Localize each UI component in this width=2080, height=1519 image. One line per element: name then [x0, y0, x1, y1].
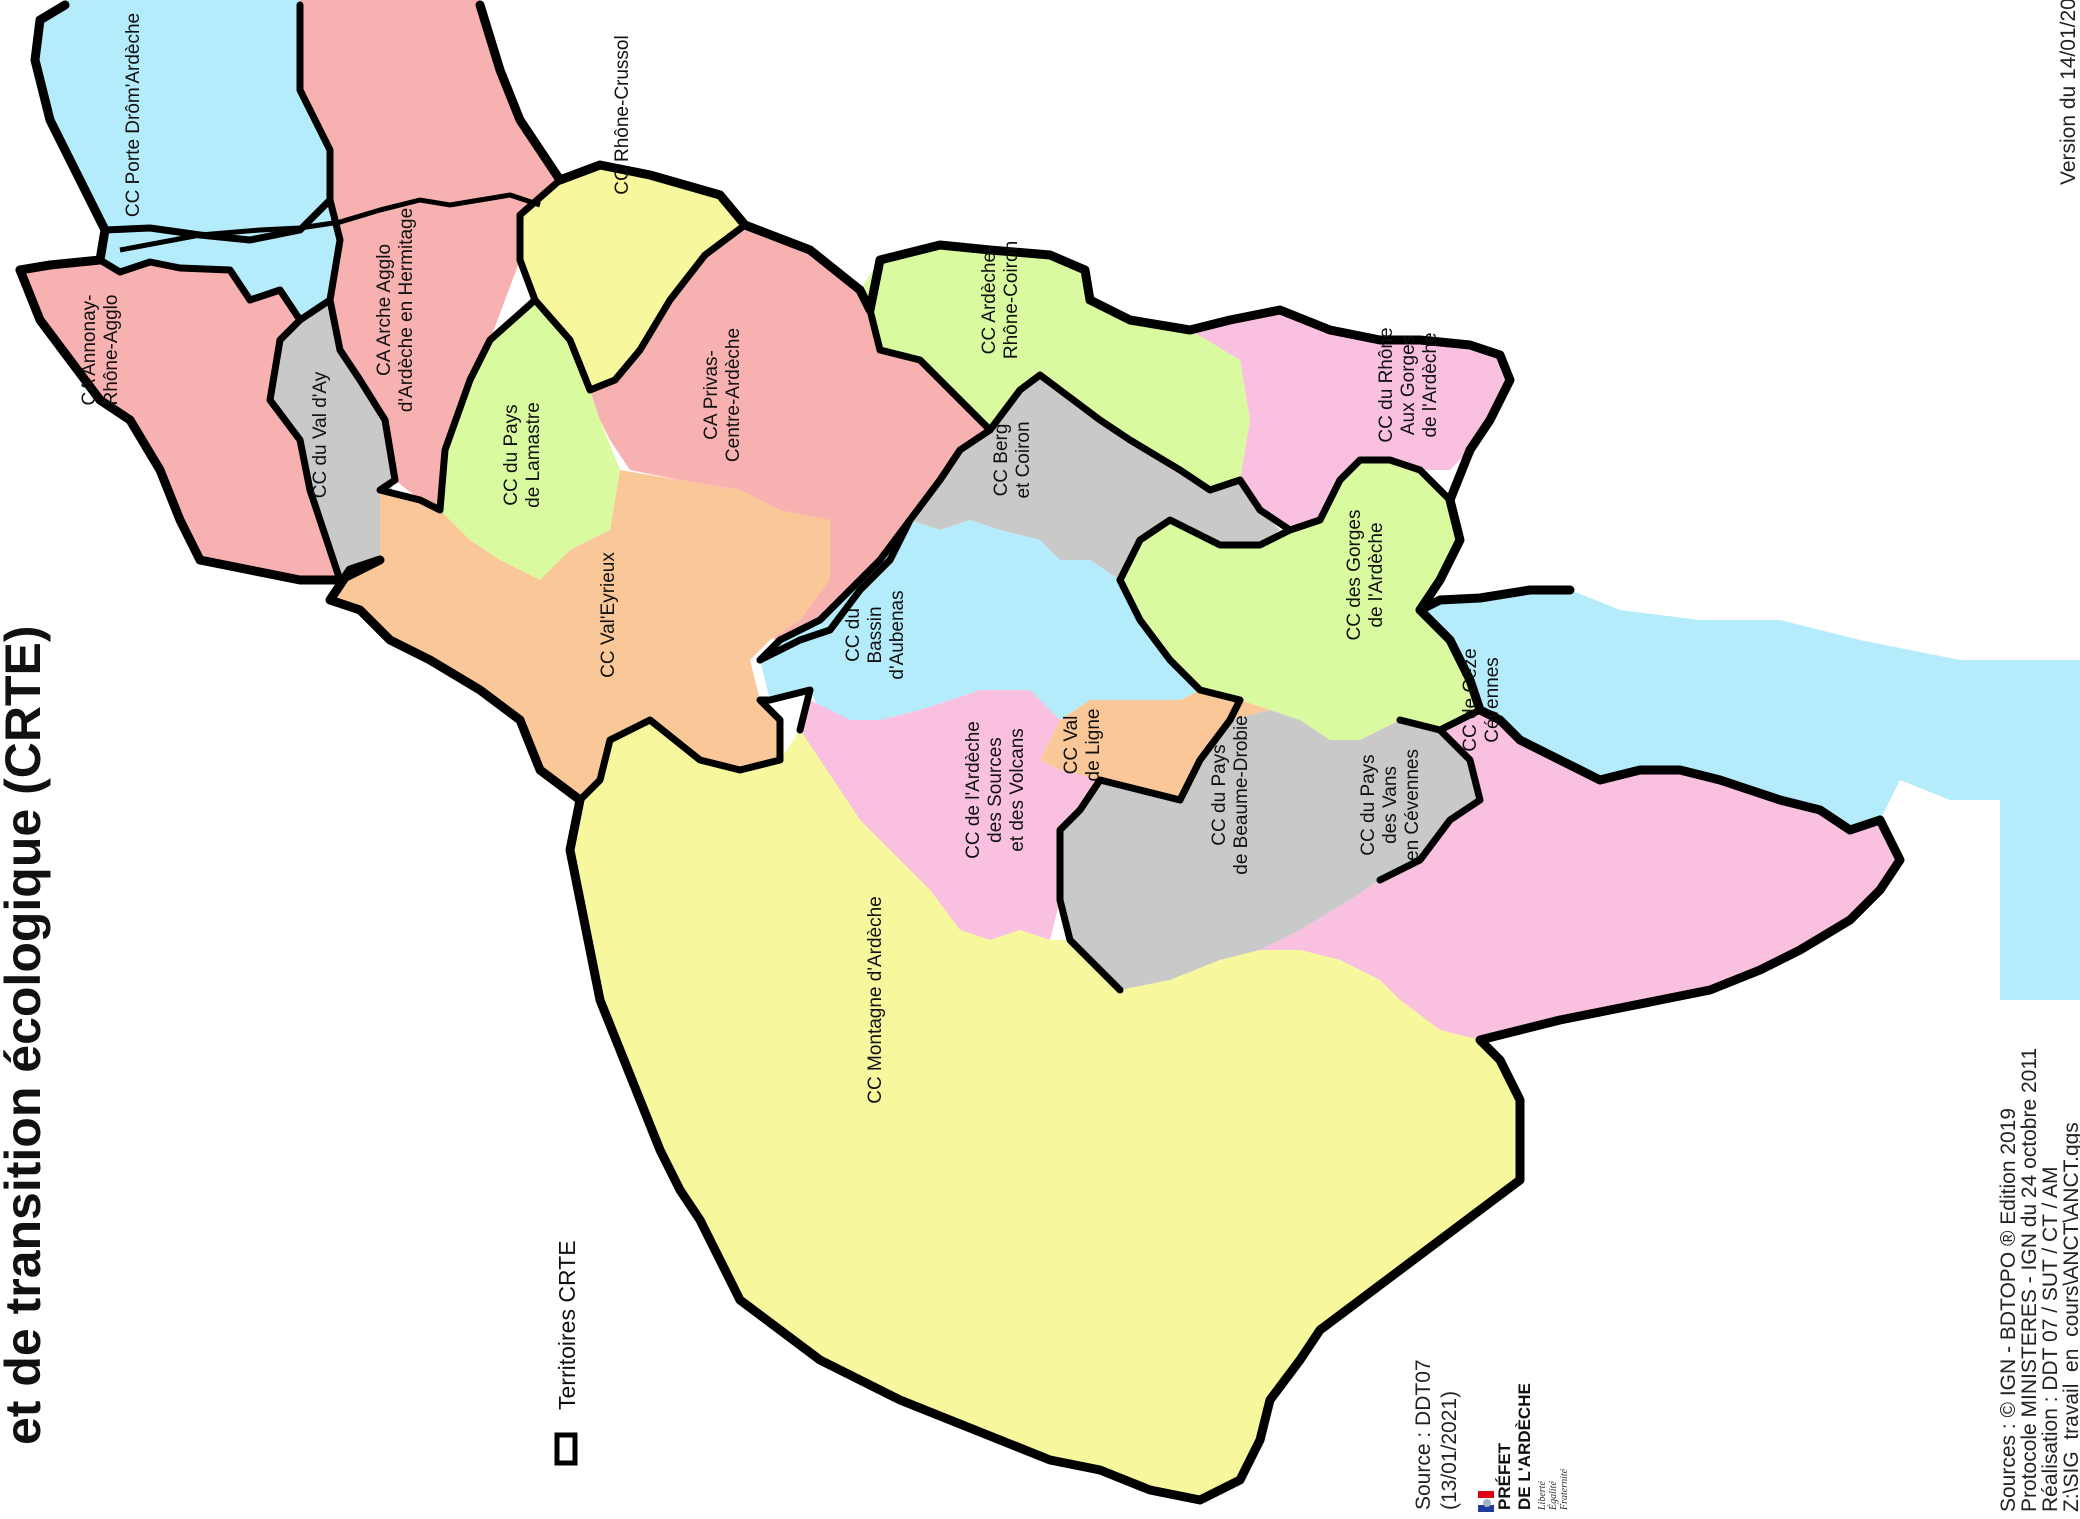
territory-label-rhone-gorges-line-2: Aux Gorges — [1398, 335, 1419, 435]
territory-label-berg-coiron-line-1: CC Berg — [991, 424, 1012, 497]
territory-label-privas-line-1: CA Privas- — [701, 350, 722, 440]
version-label: Version du 14/01/20 — [2057, 0, 2080, 185]
credits-line-3: Réalisation : DDT 07 / SUT / CT / AM — [2039, 1167, 2062, 1512]
territory-label-rhone-coiron-line-2: Rhône-Coiron — [1001, 241, 1022, 359]
legend-label: Territoires CRTE — [554, 1240, 580, 1410]
region-ceze[interactable] — [1420, 590, 2080, 1000]
territory-label-sources-volcans-line-3: et des Volcans — [1007, 728, 1028, 852]
region-vans[interactable] — [1260, 710, 1900, 1040]
rhone-river-line — [119, 192, 541, 253]
map-title: et de transition écologique (CRTE) — [0, 626, 51, 1445]
territory-label-gorges-ardeche-line-2: de l'Ardèche — [1366, 522, 1387, 627]
credits-line-1: Sources : © IGN - BDTOPO ® Edition 2019 — [1997, 1108, 2020, 1512]
territory-label-sources-volcans-line-1: CC de l'Ardèche — [963, 721, 984, 859]
region-gorges-ardeche[interactable] — [1120, 460, 1480, 740]
border-gorges-north — [1116, 456, 1454, 584]
border-arche-lamastre — [326, 296, 539, 514]
region-val-ligne[interactable] — [1040, 690, 1270, 800]
territory-label-beaume-drobie-line-2: de Beaume-Drobie — [1231, 715, 1252, 874]
territory-label-val-eyrieux: CC Val'Eyrieux — [598, 552, 619, 678]
territory-label-privas-line-2: Centre-Ardèche — [723, 328, 744, 462]
border-eyrieux-montagne — [576, 686, 814, 804]
credits-line-2: Protocole MINISTERES - IGN du 24 octobre… — [2018, 1048, 2041, 1512]
territory-label-ceze-line-2: Cévennes — [1482, 657, 1503, 743]
source-line-1: Source : DDT07 — [1412, 1359, 1435, 1510]
territory-label-arche-agglo-line-1: CA Arche Agglo — [374, 244, 395, 376]
prefet-name-line-1: PRÉFET — [1495, 1442, 1514, 1510]
credits-line-4: Z:\SIG_travail_en_cours\ANCT\ANCT.qgs — [2060, 1122, 2080, 1512]
territory-label-montagne: CC Montagne d'Ardèche — [865, 896, 886, 1103]
border-ceze — [1396, 706, 1484, 734]
territory-label-aubenas-line-3: d'Aubenas — [887, 590, 908, 679]
marianne-logo — [1478, 1491, 1494, 1512]
territory-label-aubenas-line-2: Bassin — [865, 606, 886, 663]
territory-label-vans-line-1: CC du Pays — [1358, 754, 1379, 855]
territory-label-porte-drom: CC Porte Drôm'Ardèche — [123, 13, 144, 217]
territory-label-val-ay: CC du Val d'Ay — [310, 371, 331, 498]
region-sources-volcans[interactable] — [800, 690, 1100, 940]
border-arche-crussol — [516, 176, 564, 304]
outer-border-north — [15, 0, 110, 275]
region-beaume-drobie[interactable] — [1060, 710, 1480, 990]
territory-label-rhone-crussol: CC Rhône-Crussol — [612, 35, 633, 194]
region-val-eyrieux[interactable] — [330, 470, 830, 800]
legend-swatch — [554, 1432, 578, 1466]
territory-label-vans-line-3: en Cévennes — [1402, 749, 1423, 861]
border-crussol-privas — [531, 221, 749, 394]
territory-borders — [15, 0, 1905, 1505]
border-privas-eyrieux — [756, 426, 994, 664]
border-vans-north — [1376, 726, 1484, 884]
territory-label-lamastre-line-2: de Lamastre — [523, 402, 544, 508]
territory-label-annonay-line-1: CA Annonay- — [79, 295, 100, 406]
region-val-ay[interactable] — [270, 300, 395, 580]
credits-box — [2000, 1000, 2080, 1519]
border-porte-arche — [296, 1, 344, 304]
territory-label-rhone-gorges-line-3: de l'Ardèche — [1420, 332, 1441, 437]
region-annonay[interactable] — [20, 260, 340, 580]
region-porte-drom[interactable] — [35, 0, 330, 240]
source-line-2: (13/01/2021) — [1438, 1391, 1461, 1510]
territory-label-beaume-drobie-line-1: CC du Pays — [1209, 744, 1230, 845]
territory-label-aubenas-line-1: CC du — [843, 608, 864, 662]
territory-label-ceze-line-1: CC de Cèze — [1460, 648, 1481, 752]
territory-label-rhone-coiron-line-1: CC Ardèche- — [979, 246, 1000, 355]
prefet-name-line-2: DE L'ARDÈCHE — [1515, 1383, 1534, 1510]
region-rhone-gorges[interactable] — [1190, 310, 1510, 530]
territory-label-val-ligne-line-1: CC Val — [1061, 716, 1082, 775]
border-porte-south-annonay — [96, 256, 334, 324]
region-montagne[interactable] — [570, 720, 1520, 1500]
territory-label-sources-volcans-line-2: des Sources — [985, 737, 1006, 843]
territory-label-val-ligne-line-2: de Ligne — [1083, 709, 1104, 782]
territory-label-lamastre-line-1: CC du Pays — [501, 404, 522, 505]
region-lamastre[interactable] — [440, 300, 620, 580]
border-annonay-valay — [266, 316, 344, 584]
outer-border-east — [475, 0, 1575, 615]
border-aubenas-west — [756, 516, 914, 664]
territory-label-vans-line-2: des Vans — [1380, 766, 1401, 844]
region-rhone-crussol[interactable] — [520, 165, 745, 390]
motto-line-2: Égalité — [1547, 1481, 1559, 1511]
territory-label-annonay-line-2: Rhône-Agglo — [101, 295, 122, 406]
motto-line-1: Liberté — [1537, 1481, 1548, 1511]
outer-border-rhone-south — [1415, 605, 1885, 835]
outer-border-west — [15, 265, 1905, 1505]
territory-label-rhone-gorges-line-1: CC du Rhône — [1376, 327, 1397, 442]
border-coiron-privas — [866, 306, 1294, 534]
motto-line-3: Fraternité — [1559, 1468, 1570, 1511]
territory-label-arche-agglo-line-2: d'Ardèche en Hermitage — [396, 208, 417, 412]
territory-label-berg-coiron-line-2: et Coiron — [1013, 421, 1034, 498]
region-rhone-coiron[interactable] — [860, 245, 1250, 490]
territory-label-gorges-ardeche-line-1: CC des Gorges — [1344, 510, 1365, 641]
border-gorges-aubenas — [1056, 576, 1244, 994]
